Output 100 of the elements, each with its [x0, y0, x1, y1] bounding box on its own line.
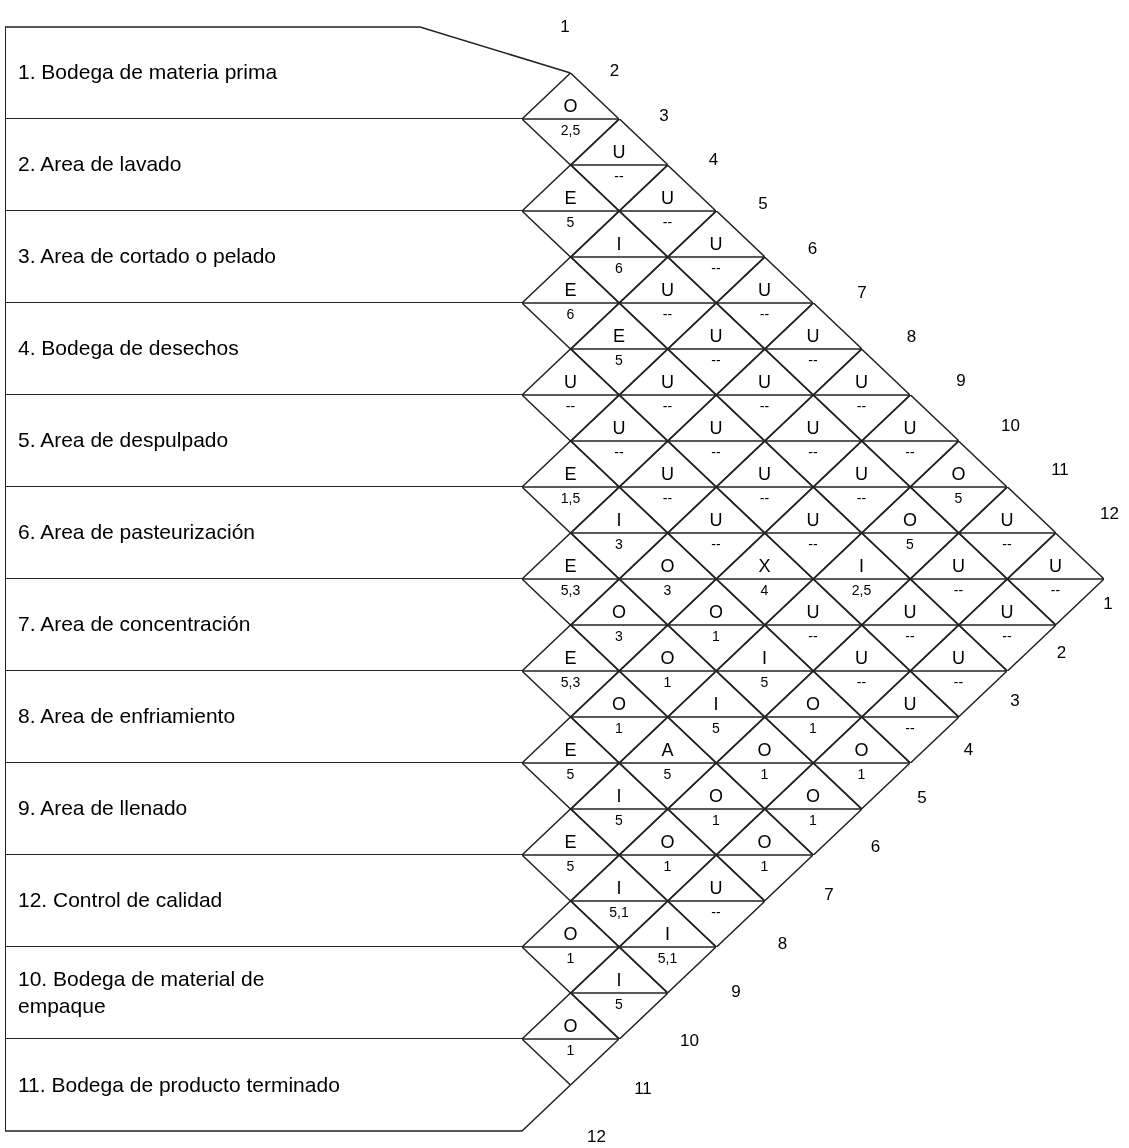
relationship-code: U [1049, 557, 1062, 575]
relationship-code: E [564, 833, 577, 851]
relationship-code: E [564, 649, 577, 667]
reason-code: 6 [566, 307, 575, 321]
reason-code: 5 [566, 215, 575, 229]
reason-code: -- [662, 307, 673, 321]
reason-code: -- [905, 629, 915, 643]
relationship-code: U [709, 327, 723, 345]
relationship-code: U [564, 373, 577, 391]
reason-code: 1 [566, 1043, 575, 1057]
reason-code: 3 [663, 583, 672, 597]
relationship-code: O [951, 465, 966, 483]
reason-code: 1 [663, 675, 672, 689]
relationship-code: U [806, 327, 820, 345]
relationship-code: U [661, 373, 674, 391]
reason-code: 5 [663, 767, 672, 781]
row-number: 5 [917, 788, 927, 806]
reason-code: -- [1002, 537, 1012, 551]
reason-code: -- [953, 675, 964, 689]
relationship-code: I [665, 925, 670, 943]
reason-code: 5 [954, 491, 963, 505]
relationship-code: U [661, 189, 674, 207]
row-number: 4 [708, 150, 719, 168]
relationship-code: U [758, 281, 771, 299]
reason-code: -- [711, 445, 721, 459]
relationship-code: E [564, 189, 577, 207]
reason-code: -- [856, 399, 867, 413]
area-row [5, 303, 522, 395]
reason-code: 3 [615, 629, 623, 643]
area-name: 2. Area de lavado [18, 151, 182, 178]
reason-code: -- [662, 215, 673, 229]
reason-code: -- [808, 537, 818, 551]
relationship-code: U [806, 419, 820, 437]
relationship-code: E [564, 741, 577, 759]
relationship-code: O [563, 97, 578, 115]
relationship-code: I [616, 511, 622, 529]
row-number: 10 [1001, 416, 1020, 434]
relationship-code: U [612, 419, 626, 437]
area-name: 12. Control de calidad [18, 887, 223, 914]
area-row [5, 579, 522, 671]
relationship-code: U [758, 465, 771, 483]
reason-code: 2,5 [851, 583, 872, 597]
reason-code: -- [905, 721, 915, 735]
reason-code: 5 [615, 353, 623, 367]
row-number: 4 [963, 740, 974, 757]
area-row [5, 947, 522, 1039]
reason-code: 1 [615, 721, 623, 735]
area-row [5, 855, 522, 947]
relationship-code: U [709, 511, 723, 529]
row-number: 9 [731, 982, 741, 1000]
row-number: 5 [758, 194, 768, 212]
area-name: 1. Bodega de materia prima [18, 59, 278, 86]
reason-code: 1 [712, 813, 720, 827]
reason-code: -- [662, 399, 673, 413]
area-row [5, 671, 522, 763]
reason-code: 5 [615, 997, 623, 1011]
reason-code: 1 [663, 859, 672, 873]
area-name: 4. Bodega de desechos [18, 335, 239, 362]
row-number: 7 [857, 283, 867, 301]
row-number: 8 [777, 934, 788, 951]
reason-code: 3 [615, 537, 623, 551]
reason-code: 5 [712, 721, 720, 735]
relationship-code: U [661, 281, 674, 299]
relationship-code: E [613, 327, 625, 345]
reason-code: 2,5 [560, 123, 581, 137]
relationship-diamond [522, 165, 619, 257]
relationship-code: U [903, 603, 917, 621]
area-name: 10. Bodega de material de empaque [18, 966, 266, 1019]
area-row [5, 763, 522, 855]
area-row [5, 27, 522, 119]
reason-code: -- [1002, 629, 1012, 643]
area-name: 7. Area de concentración [18, 611, 251, 638]
reason-code: 1 [566, 951, 575, 965]
reason-code: 5,1 [609, 905, 629, 919]
reason-code: 5 [566, 767, 575, 781]
reason-code: 6 [615, 261, 623, 275]
area-row [5, 487, 522, 579]
area-row [5, 119, 522, 211]
reason-code: 1 [760, 859, 769, 873]
reason-code: -- [614, 445, 624, 459]
reason-code: -- [953, 583, 964, 597]
relationship-code: E [564, 557, 577, 575]
relationship-code: A [661, 741, 674, 759]
reason-code: -- [711, 353, 721, 367]
reason-code: 1,5 [560, 491, 581, 505]
relationship-code: I [616, 971, 622, 989]
row-number: 6 [870, 837, 881, 854]
relationship-code: X [758, 557, 771, 575]
row-number: 8 [906, 327, 917, 345]
area-name: 3. Area de cortado o pelado [18, 243, 277, 270]
relationship-code: E [564, 281, 577, 299]
reason-code: 5 [906, 537, 914, 551]
reason-code: 1 [809, 721, 817, 735]
reason-code: -- [808, 629, 818, 643]
reason-code: -- [856, 491, 867, 505]
relationship-code: O [806, 695, 820, 713]
reason-code: 5,1 [657, 951, 678, 965]
reason-code: -- [711, 261, 721, 275]
relationship-code: O [806, 787, 820, 805]
relationship-code: O [854, 741, 869, 759]
